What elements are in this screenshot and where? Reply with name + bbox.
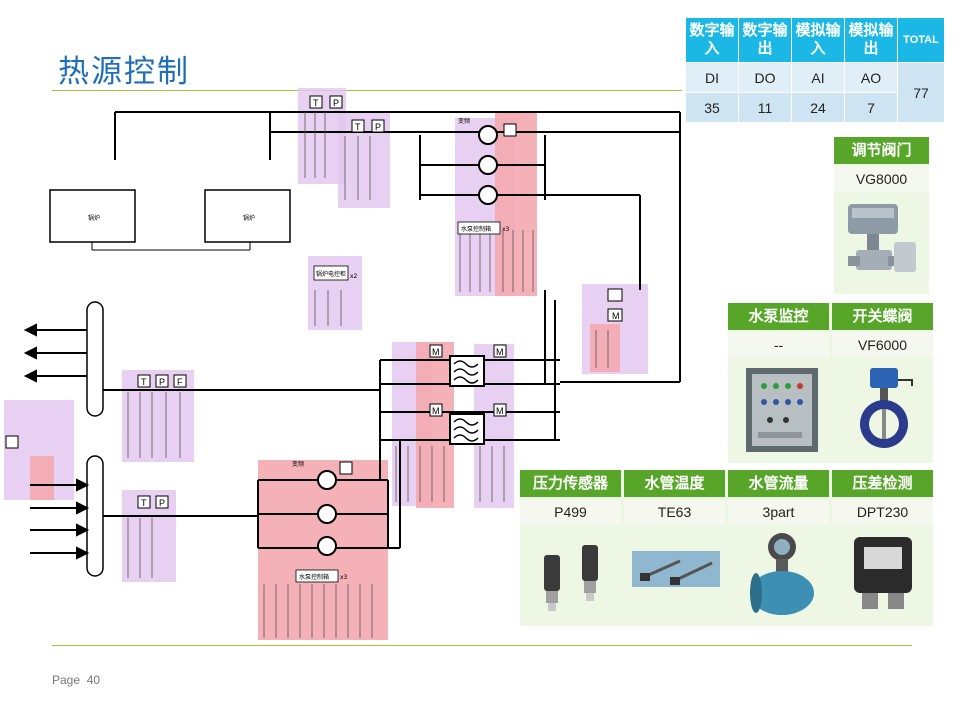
tag-p4: P [159, 498, 165, 508]
count-ao: 7 [844, 92, 898, 123]
pipe-temperature-heading: 水管温度 [624, 470, 725, 497]
pump-ctrl-qty-1: x3 [502, 226, 510, 233]
pump-ctrl-qty-2: x3 [340, 574, 348, 581]
highlight-zones [4, 88, 648, 640]
pressure-sensor-image [544, 545, 598, 611]
tag-p1: P [333, 98, 339, 108]
differential-pressure-image [854, 537, 912, 609]
pump-ctrl-label-1: 水泵控制箱 [461, 225, 491, 233]
tag-p2: P [375, 122, 381, 132]
header-do: 数字输出 [738, 17, 792, 63]
tag-m1: M [612, 311, 620, 321]
tag-t4: T [141, 498, 147, 508]
control-boxes [295, 221, 501, 583]
pump-monitor-model: -- [728, 332, 829, 358]
valve-model: VG8000 [834, 166, 929, 192]
code-ai: AI [791, 62, 845, 93]
pump-card: 水泵监控 -- 开关蝶阀 VF6000 [728, 303, 933, 463]
page-title: 热源控制 [58, 54, 190, 90]
tag-t2: T [355, 122, 361, 132]
actuator-valve-image [848, 204, 916, 272]
count-ai: 24 [791, 92, 845, 123]
sensor-card: 压力传感器 P499 水管温度 TE63 水管流量 3part [520, 470, 933, 626]
tag-p3: P [159, 377, 165, 387]
instrument-letters: T P T P T P F T P M M M M M [141, 98, 620, 508]
pump-group-label-1: 变频 [458, 117, 470, 125]
count-do: 11 [738, 92, 792, 123]
io-summary-table: 数字输入 数字输出 模拟输入 模拟输出 TOTAL DI DO AI AO 77… [685, 17, 945, 123]
page-number: Page 40 [52, 673, 101, 687]
code-ao: AO [844, 62, 898, 93]
tag-t3: T [141, 377, 147, 387]
tag-m2: M [432, 347, 440, 357]
footer-divider [52, 645, 912, 646]
pipe-flow-heading: 水管流量 [728, 470, 829, 497]
signal-drops [127, 112, 609, 638]
differential-pressure-model: DPT230 [832, 499, 933, 525]
pressure-sensor-heading: 压力传感器 [520, 470, 621, 497]
pipe-temperature-model: TE63 [624, 499, 725, 525]
code-di: DI [685, 62, 739, 93]
butterfly-valve-model: VF6000 [832, 332, 933, 358]
butterfly-valve-image [860, 368, 913, 448]
pump-group-label-2: 变频 [292, 460, 304, 468]
flow-meter-image [750, 533, 814, 615]
boiler-ctrl-label: 锅炉电控柜 [316, 270, 346, 278]
tag-m5: M [496, 406, 504, 416]
boiler-ctrl-qty: x2 [350, 273, 358, 280]
butterfly-valve-heading: 开关蝶阀 [832, 303, 933, 330]
pump-ctrl-label-2: 水泵控制箱 [299, 573, 329, 581]
pipe-flow-model: 3part [728, 499, 829, 525]
pressure-sensor-model: P499 [520, 499, 621, 525]
boiler-label-2: 锅炉 [243, 214, 255, 222]
differential-pressure-heading: 压差检测 [832, 470, 933, 497]
valve-card: 调节阀门 VG8000 [834, 137, 929, 294]
tag-t1: T [313, 98, 319, 108]
code-do: DO [738, 62, 792, 93]
instrument-tags [5, 95, 623, 509]
boiler-label-1: 锅炉 [88, 214, 100, 222]
count-di: 35 [685, 92, 739, 123]
title-divider [52, 90, 682, 91]
pipe-temperature-image [632, 551, 720, 587]
header-di: 数字输入 [685, 17, 739, 63]
control-box-text: 锅炉电控柜 x2 水泵控制箱 x3 水泵控制箱 x3 锅炉 锅炉 变频 变频 [88, 117, 510, 581]
pump-monitor-heading: 水泵监控 [728, 303, 829, 330]
header-ao: 模拟输出 [844, 17, 898, 63]
tag-m3: M [496, 347, 504, 357]
branch-arrows [23, 323, 90, 560]
tag-m4: M [432, 406, 440, 416]
tag-f1: F [177, 377, 183, 387]
header-ai: 模拟输入 [791, 17, 845, 63]
valve-heading: 调节阀门 [834, 137, 929, 164]
header-total: TOTAL [897, 17, 945, 63]
heat-exchangers [449, 355, 485, 445]
pumps [317, 125, 498, 556]
total-value: 77 [897, 62, 945, 123]
control-cabinet-image [746, 368, 818, 452]
